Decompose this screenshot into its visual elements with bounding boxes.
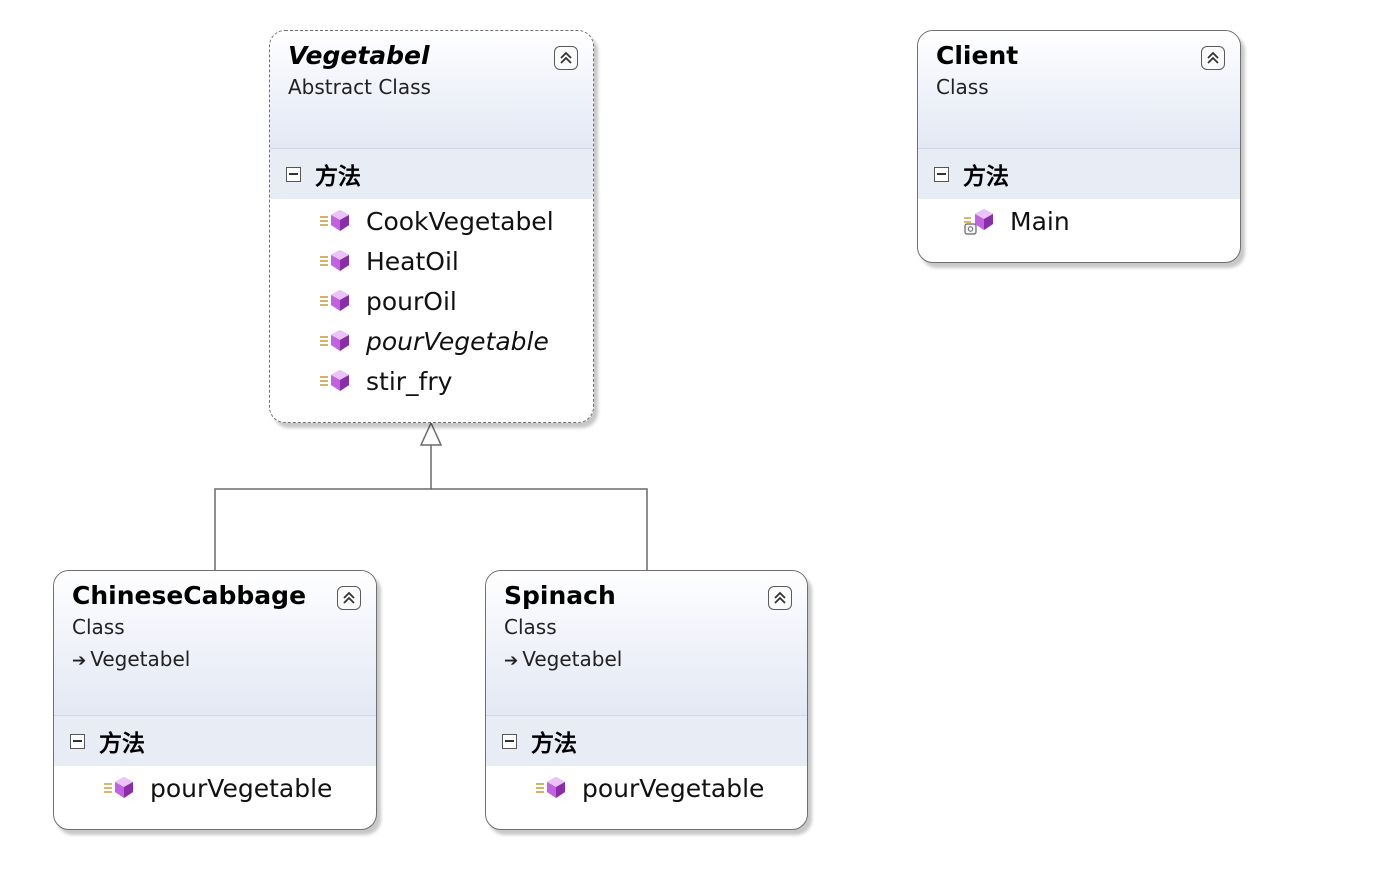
inheritance-arrow-icon: ➔ — [72, 651, 87, 671]
method-list: pourVegetable — [54, 766, 376, 816]
method-list: CookVegetabel HeatOil — [270, 199, 593, 409]
method-cube-icon — [320, 250, 349, 271]
class-header: ChineseCabbage Class ➔Vegetabel — [54, 571, 376, 716]
methods-section-header[interactable]: 方法 — [54, 716, 376, 766]
double-chevron-up-icon — [560, 51, 572, 64]
method-name: pourVegetable — [582, 773, 765, 803]
method-name: Main — [1010, 206, 1070, 236]
collapse-button[interactable] — [554, 46, 578, 70]
method-cube-icon — [536, 777, 565, 798]
class-kind: Class — [504, 615, 557, 639]
class-name: Vegetabel — [288, 41, 430, 70]
base-class-name: Vegetabel — [522, 647, 623, 671]
method-item[interactable]: pourVegetable — [270, 321, 593, 361]
method-item[interactable]: pourOil — [270, 281, 593, 321]
minus-box-icon[interactable] — [70, 733, 85, 749]
class-name: Client — [936, 41, 1019, 70]
minus-box-icon[interactable] — [286, 166, 301, 182]
method-name: pourVegetable — [366, 326, 549, 356]
class-box-chinesecabbage[interactable]: ChineseCabbage Class ➔Vegetabel 方法 — [53, 570, 377, 830]
collapse-button[interactable] — [337, 586, 361, 610]
class-header: Vegetabel Abstract Class — [270, 31, 593, 149]
double-chevron-up-icon — [343, 591, 355, 604]
section-title: 方法 — [99, 731, 145, 757]
method-name: pourVegetable — [150, 773, 333, 803]
inheritance-arrow-icon: ➔ — [504, 651, 519, 671]
method-name: stir_fry — [366, 366, 453, 396]
class-kind: Class — [72, 615, 125, 639]
collapse-button[interactable] — [768, 586, 792, 610]
section-title: 方法 — [963, 164, 1009, 190]
method-cube-icon — [320, 370, 349, 391]
method-list: pourVegetable — [486, 766, 807, 816]
inheritance-line-chinesecabbage — [214, 445, 432, 570]
minus-box-icon[interactable] — [934, 166, 949, 182]
base-class: ➔Vegetabel — [504, 643, 789, 677]
methods-section-header[interactable]: 方法 — [270, 149, 593, 199]
collapse-button[interactable] — [1201, 46, 1225, 70]
methods-section-header[interactable]: 方法 — [918, 149, 1240, 199]
method-cube-icon — [320, 210, 349, 231]
method-cube-icon — [320, 330, 349, 351]
method-list: Main — [918, 199, 1240, 249]
double-chevron-up-icon — [1207, 51, 1219, 64]
method-item[interactable]: stir_fry — [270, 361, 593, 401]
method-item[interactable]: pourVegetable — [54, 768, 376, 808]
class-name: ChineseCabbage — [72, 581, 307, 610]
method-name: HeatOil — [366, 246, 459, 276]
method-item[interactable]: pourVegetable — [486, 768, 807, 808]
method-item[interactable]: HeatOil — [270, 241, 593, 281]
method-item[interactable]: CookVegetabel — [270, 201, 593, 241]
section-title: 方法 — [531, 731, 577, 757]
method-cube-icon — [104, 777, 133, 798]
class-box-client[interactable]: Client Class 方法 — [917, 30, 1241, 263]
class-kind: Abstract Class — [288, 75, 431, 99]
inheritance-arrowhead-icon — [419, 421, 443, 446]
class-box-spinach[interactable]: Spinach Class ➔Vegetabel 方法 — [485, 570, 808, 830]
base-class: ➔Vegetabel — [72, 643, 358, 677]
methods-section-header[interactable]: 方法 — [486, 716, 807, 766]
class-header: Client Class — [918, 31, 1240, 149]
method-name: CookVegetabel — [366, 206, 554, 236]
class-name: Spinach — [504, 581, 616, 610]
minus-box-icon[interactable] — [502, 733, 517, 749]
static-method-icon — [964, 209, 993, 235]
base-class-name: Vegetabel — [90, 647, 191, 671]
method-item[interactable]: Main — [918, 201, 1240, 241]
inheritance-line-spinach — [431, 488, 648, 570]
class-kind: Class — [936, 75, 989, 99]
class-header: Spinach Class ➔Vegetabel — [486, 571, 807, 716]
method-cube-icon — [320, 290, 349, 311]
method-name: pourOil — [366, 286, 457, 316]
section-title: 方法 — [315, 164, 361, 190]
class-box-vegetabel[interactable]: Vegetabel Abstract Class 方法 — [269, 30, 594, 423]
double-chevron-up-icon — [774, 591, 786, 604]
